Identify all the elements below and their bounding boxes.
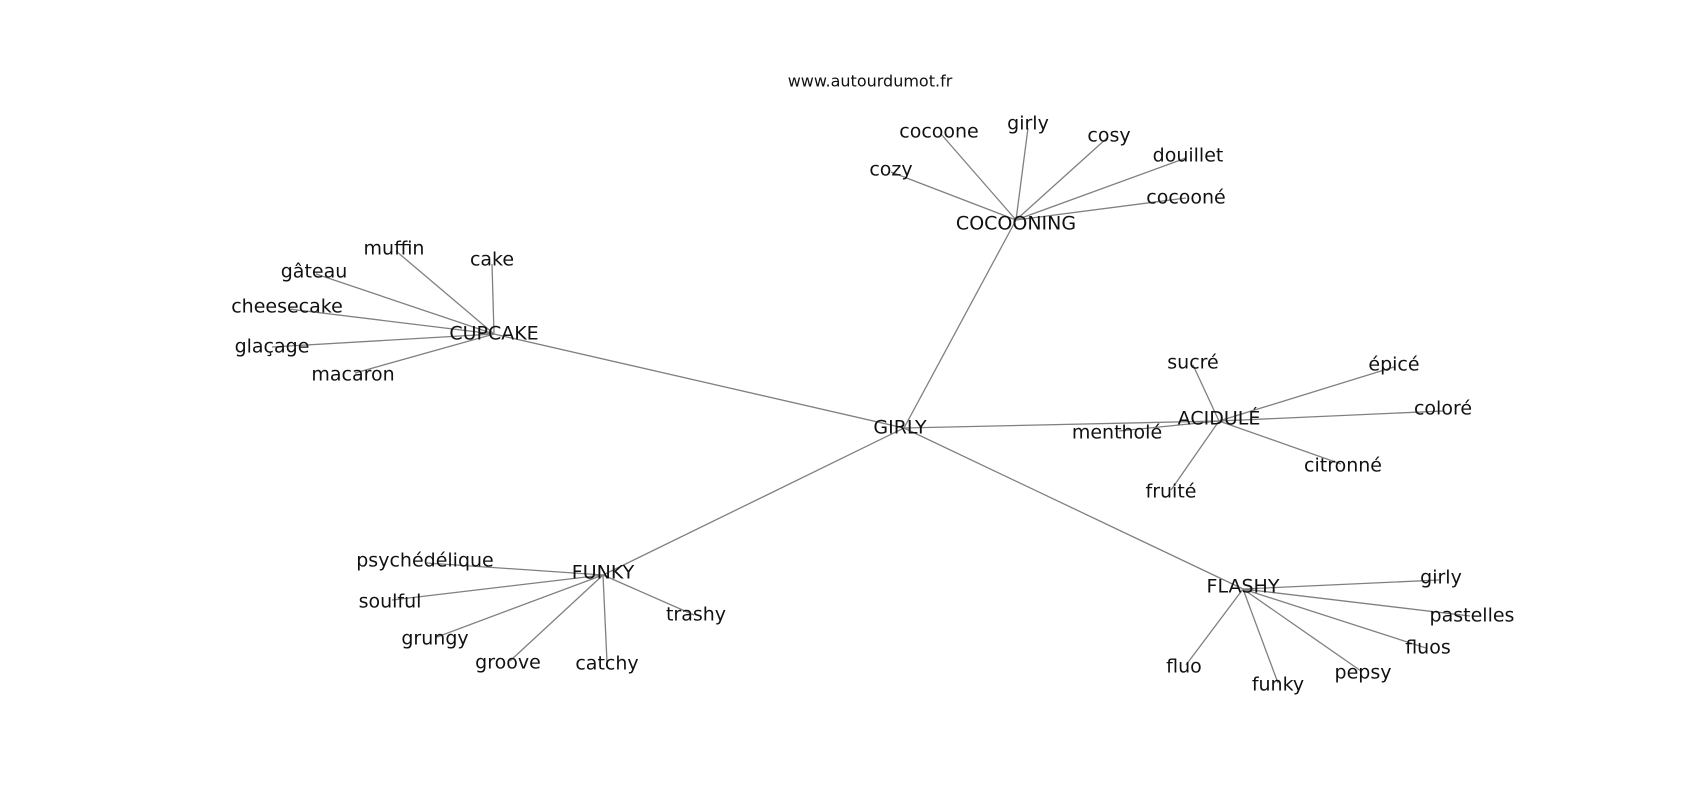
- edge-funky-groove: [509, 574, 604, 662]
- edge-funky-trashy: [602, 574, 695, 616]
- node-word-cupcake-macaron[interactable]: macaron: [311, 364, 394, 386]
- edge-acidule-fruite: [1170, 420, 1220, 491]
- edge-cupcake-macaron: [354, 333, 495, 374]
- edge-cupcake-cake: [491, 263, 495, 335]
- edge-acidule-citronne: [1218, 420, 1342, 465]
- edge-girly-acidule: [903, 420, 1220, 429]
- edge-cupcake-muffin: [395, 250, 495, 335]
- node-word-acidule-epice[interactable]: épicé: [1368, 354, 1419, 376]
- node-word-cocooning-cozy[interactable]: cozy: [869, 159, 912, 181]
- node-hub-flashy[interactable]: FLASHY: [1207, 576, 1280, 598]
- node-word-flashy-fluo[interactable]: fluo: [1166, 656, 1202, 678]
- node-word-flashy-girly[interactable]: girly: [1420, 567, 1462, 589]
- edge-girly-funky: [602, 427, 905, 576]
- node-word-cupcake-gateau[interactable]: gâteau: [281, 261, 348, 283]
- edge-cupcake-cheesecake: [288, 308, 495, 335]
- node-word-funky-trashy[interactable]: trashy: [666, 604, 726, 626]
- edge-flashy-pastelles: [1242, 588, 1471, 617]
- node-word-acidule-fruite[interactable]: fruité: [1146, 481, 1197, 503]
- node-word-cocooning-cosy[interactable]: cosy: [1087, 125, 1130, 147]
- edge-flashy-fluos: [1242, 588, 1427, 649]
- node-center-girly[interactable]: GIRLY: [873, 417, 927, 439]
- edge-acidule-colore: [1218, 410, 1444, 422]
- edge-cocooning-cocoone: [1015, 197, 1187, 221]
- node-word-acidule-sucre[interactable]: sucré: [1167, 352, 1218, 374]
- node-word-cocooning-cocoone[interactable]: cocoone: [899, 121, 979, 143]
- node-word-flashy-pastelles[interactable]: pastelles: [1430, 605, 1515, 627]
- edge-acidule-menthole: [1118, 420, 1220, 432]
- node-word-funky-grungy[interactable]: grungy: [401, 628, 468, 650]
- edge-cupcake-gateau: [315, 273, 495, 335]
- node-word-cocooning-girly[interactable]: girly: [1007, 113, 1049, 135]
- node-word-funky-groove[interactable]: groove: [475, 652, 541, 674]
- edge-flashy-pepsy: [1242, 588, 1362, 672]
- edge-flashy-fluo: [1185, 588, 1244, 666]
- edge-cocooning-cosy: [1015, 137, 1108, 221]
- graph-nodes: GIRLY COCOONING cocoone girly cosy douillet co…: [231, 113, 1514, 696]
- edge-funky-psychedelique: [426, 562, 604, 576]
- edge-flashy-girly: [1242, 579, 1440, 590]
- node-word-flashy-fluos[interactable]: fluos: [1405, 637, 1451, 659]
- edge-acidule-sucre: [1192, 364, 1220, 422]
- edge-funky-catchy: [602, 574, 608, 663]
- node-word-flashy-pepsy[interactable]: pepsy: [1335, 662, 1392, 684]
- edge-girly-cupcake: [493, 333, 905, 429]
- edge-girly-flashy: [903, 427, 1244, 590]
- node-word-acidule-citronne[interactable]: citronné: [1304, 455, 1382, 477]
- node-word-cupcake-muffin[interactable]: muffin: [364, 238, 425, 260]
- edge-cocooning-cozy: [890, 171, 1017, 221]
- node-word-cupcake-glacage[interactable]: glaçage: [235, 336, 310, 358]
- edge-funky-grungy: [436, 574, 604, 638]
- edge-funky-soulful: [391, 574, 604, 601]
- node-word-funky-soulful[interactable]: soulful: [359, 591, 422, 613]
- edge-acidule-epice: [1218, 366, 1395, 422]
- edge-flashy-funky: [1242, 588, 1279, 684]
- node-word-cocooning-cocoone[interactable]: cocooné: [1146, 187, 1226, 209]
- node-hub-cupcake[interactable]: CUPCAKE: [449, 323, 538, 345]
- node-word-cupcake-cake[interactable]: cake: [470, 249, 514, 271]
- node-word-funky-psychedelique[interactable]: psychédélique: [356, 550, 493, 572]
- node-word-cocooning-douillet[interactable]: douillet: [1153, 145, 1224, 167]
- node-word-funky-catchy[interactable]: catchy: [575, 653, 638, 675]
- graph-edges: [271, 127, 1471, 684]
- node-word-acidule-colore[interactable]: coloré: [1414, 398, 1472, 420]
- edge-cocooning-cocoone: [940, 133, 1017, 221]
- node-hub-cocooning[interactable]: COCOONING: [956, 213, 1076, 235]
- edge-cupcake-glacage: [271, 333, 495, 348]
- node-word-flashy-funky[interactable]: funky: [1252, 674, 1304, 696]
- node-word-acidule-menthole[interactable]: mentholé: [1072, 422, 1162, 444]
- edge-cocooning-girly: [1015, 127, 1029, 221]
- edge-cocooning-douillet: [1015, 157, 1187, 221]
- site-credit: www.autourdumot.fr: [788, 72, 953, 91]
- node-word-cupcake-cheesecake[interactable]: cheesecake: [231, 296, 343, 318]
- edge-girly-cocooning: [903, 219, 1017, 429]
- node-hub-acidule[interactable]: ACIDULÉ: [1178, 407, 1261, 430]
- node-hub-funky[interactable]: FUNKY: [572, 562, 635, 584]
